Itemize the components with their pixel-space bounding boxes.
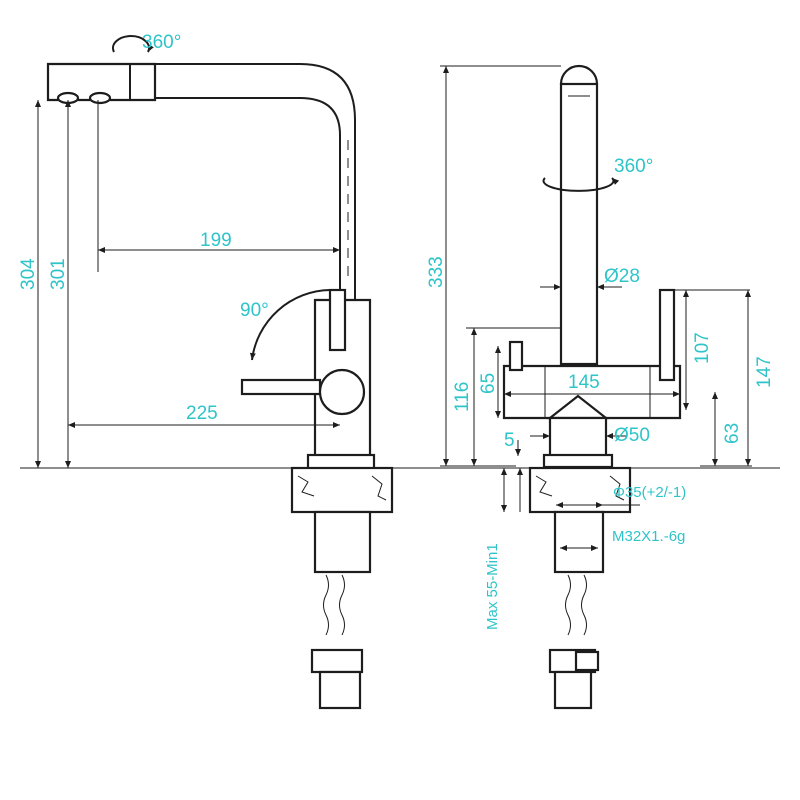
dim-50: Ø50 bbox=[614, 425, 650, 446]
side-rotation-label: 360° bbox=[142, 32, 181, 53]
side-view: 360° 90° 304 301 199 225 bbox=[18, 32, 780, 710]
dim-301: 301 bbox=[48, 258, 69, 290]
dim-304: 304 bbox=[18, 258, 39, 290]
spout-arm bbox=[155, 63, 356, 301]
dim-147: 147 bbox=[754, 356, 775, 388]
front-rotation-label: 360° bbox=[614, 156, 653, 177]
mount-base-front bbox=[528, 466, 632, 710]
spout-front bbox=[559, 64, 599, 366]
swing-label: 90° bbox=[240, 300, 269, 321]
dim-63: 63 bbox=[722, 423, 743, 444]
rotation-arrow-front bbox=[542, 177, 620, 192]
dim-28: Ø28 bbox=[604, 266, 640, 287]
dim-225: 225 bbox=[186, 403, 218, 424]
mount-base-side bbox=[290, 466, 394, 710]
rotation-arrow-side bbox=[112, 35, 154, 53]
faucet-body-side bbox=[240, 288, 376, 471]
dim-145: 145 bbox=[568, 372, 600, 393]
dim-107: 107 bbox=[692, 332, 713, 364]
front-view: 360° 333 Ø28 bbox=[426, 64, 775, 710]
dim-65: 65 bbox=[478, 373, 499, 394]
dim-333: 333 bbox=[426, 256, 447, 288]
dim-thread: M32X1.-6g bbox=[612, 528, 685, 545]
dim-199: 199 bbox=[200, 230, 232, 251]
dim-116: 116 bbox=[452, 382, 473, 412]
spout-head bbox=[46, 62, 157, 105]
dim-max: Max 55-Min1 bbox=[484, 543, 501, 630]
swing-arc bbox=[249, 289, 331, 361]
dim-35: Φ35(+2/-1) bbox=[613, 484, 686, 501]
dim-5: 5 bbox=[504, 430, 515, 451]
